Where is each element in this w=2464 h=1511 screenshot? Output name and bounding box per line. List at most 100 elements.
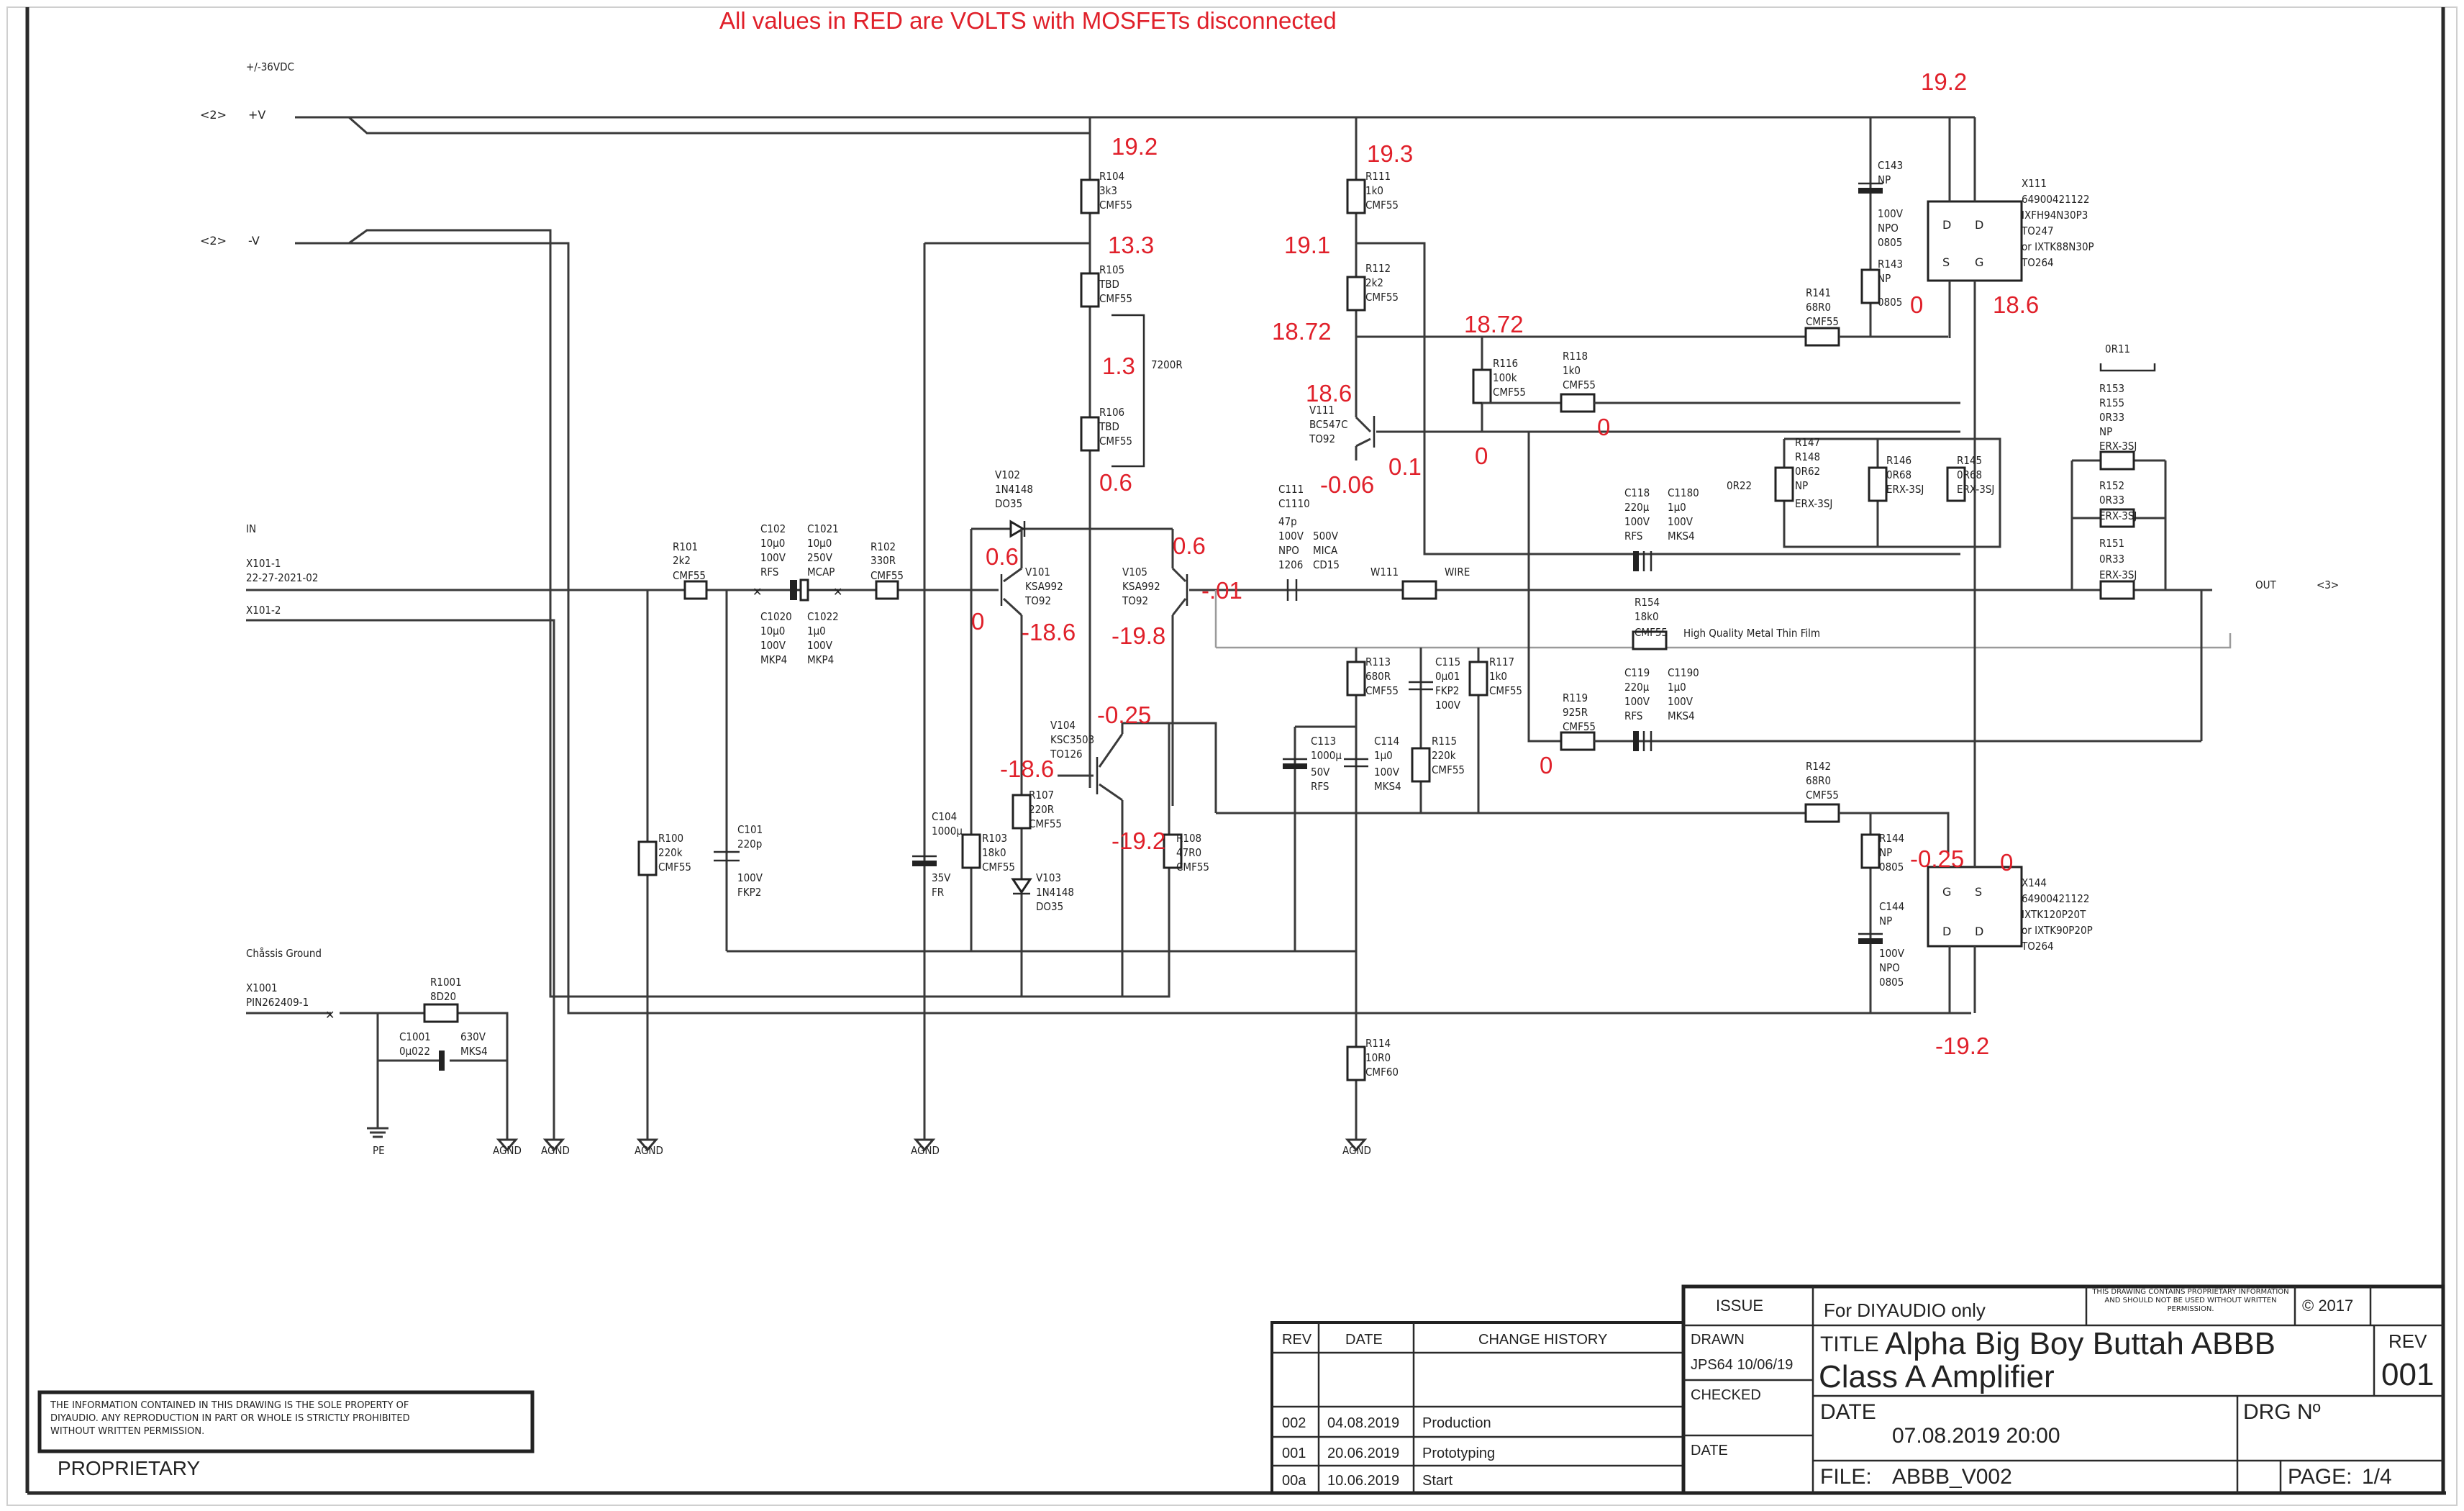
- schematic-label: CMF60: [1365, 1066, 1399, 1079]
- schematic-label: FR: [932, 886, 944, 899]
- schematic-shape: [1868, 466, 1888, 502]
- voltage-label: 19.2: [1921, 68, 1967, 95]
- schematic-label: MKS4: [1668, 709, 1695, 722]
- schematic-label: G: [1942, 885, 1951, 899]
- voltage-label: 19.3: [1367, 140, 1413, 167]
- schematic-label: DRAWN: [1691, 1332, 1745, 1348]
- schematic-label: AGND: [493, 1144, 522, 1157]
- schematic-label: Prototyping: [1422, 1446, 1495, 1461]
- voltage-label: 1.3: [1102, 353, 1135, 379]
- schematic-label: C119: [1624, 666, 1650, 679]
- voltage-label: 0.6: [1099, 469, 1132, 496]
- schematic-label: 100V: [1668, 515, 1694, 528]
- schematic-label: R115: [1432, 735, 1457, 748]
- schematic-label: CMF55: [1806, 315, 1839, 328]
- voltage-label: -18.6: [1022, 619, 1076, 645]
- schematic-shape: [1163, 833, 1183, 869]
- schematic-label: High Quality Metal Thin Film: [1683, 627, 1820, 640]
- schematic-shape: [1346, 661, 1366, 696]
- schematic-label: X144: [2022, 876, 2047, 889]
- schematic-shape: [2099, 363, 2156, 372]
- voltage-label: 0: [1910, 291, 1923, 318]
- schematic-label: D: [1975, 925, 1983, 938]
- schematic-label: 1µ0: [807, 625, 826, 637]
- schematic-label: R105: [1099, 263, 1124, 276]
- schematic-shape: [1098, 733, 1124, 768]
- schematic-label: 330R: [870, 554, 896, 567]
- schematic-shape: [1472, 368, 1492, 404]
- schematic-label: CMF55: [1635, 626, 1668, 639]
- schematic-label: 630V: [460, 1030, 486, 1043]
- schematic-label: TO92: [1309, 432, 1335, 445]
- schematic-label: X111: [2022, 177, 2047, 190]
- schematic-label: R151: [2099, 537, 2124, 550]
- voltage-label: -18.6: [1000, 756, 1054, 782]
- schematic-label: 0R22: [1727, 479, 1752, 492]
- header-note: All values in RED are VOLTS with MOSFETs…: [719, 7, 1337, 34]
- schematic-label: MKP4: [807, 653, 834, 666]
- schematic-shape: [1927, 200, 2023, 282]
- schematic-shape: [1009, 519, 1025, 538]
- schematic-label: ERX-3SJ: [2099, 568, 2137, 581]
- schematic-label: ✕: [325, 1008, 335, 1022]
- schematic-label: X1001: [246, 981, 278, 994]
- schematic-label: 1/4: [2362, 1465, 2392, 1489]
- schematic-label: 680R: [1365, 670, 1391, 683]
- schematic-label: DATE: [1820, 1400, 1876, 1424]
- schematic-label: 10µ0: [760, 537, 785, 550]
- schematic-label: JPS64 10/06/19: [1691, 1357, 1793, 1373]
- schematic-label: FKP2: [737, 886, 761, 899]
- schematic-shape: [246, 619, 555, 1122]
- schematic-label: R141: [1806, 286, 1831, 299]
- schematic-label: R114: [1365, 1037, 1391, 1050]
- schematic-label: R148: [1795, 450, 1820, 463]
- voltage-label: 18.72: [1464, 311, 1524, 337]
- schematic-label: D: [1942, 925, 1951, 938]
- schematic-label: Alpha Big Boy Buttah ABBB: [1885, 1326, 2276, 1361]
- schematic-label: TO126: [1050, 748, 1083, 761]
- voltage-label: 0: [1597, 414, 1610, 440]
- schematic-label: C102: [760, 522, 786, 535]
- schematic-label: V104: [1050, 719, 1076, 732]
- schematic-shape: [1270, 1321, 1685, 1494]
- schematic-label: CMF55: [982, 861, 1015, 874]
- voltage-label: 0: [1475, 443, 1488, 469]
- schematic-label: C1190: [1668, 666, 1699, 679]
- schematic-shape: [1633, 731, 1639, 751]
- schematic-label: MICA: [1313, 544, 1338, 557]
- voltage-label: 0: [2000, 849, 2013, 876]
- schematic-shape: [799, 578, 809, 602]
- voltage-label: 18.6: [1306, 380, 1352, 407]
- schematic-label: MKP4: [760, 653, 787, 666]
- schematic-label: R1001: [430, 976, 462, 989]
- schematic-shape: [1858, 938, 1883, 944]
- schematic-shape: [1355, 416, 1372, 433]
- schematic-label: CMF55: [1432, 763, 1465, 776]
- schematic-label: ERX-3SJ: [2099, 509, 2137, 522]
- schematic-label: Chåssis Ground: [246, 947, 322, 960]
- neg-rail-label: -V: [248, 234, 260, 248]
- schematic-label: RFS: [760, 566, 778, 578]
- schematic-shape: [1099, 783, 1123, 802]
- voltage-label: -.01: [1201, 577, 1242, 604]
- voltage-label: 13.3: [1108, 232, 1154, 258]
- schematic-label: 0R11: [2105, 342, 2130, 355]
- input-title: IN: [246, 522, 256, 535]
- voltage-label: 19.1: [1284, 232, 1330, 258]
- schematic-shape: [1527, 432, 1565, 743]
- schematic-label: V105: [1122, 566, 1147, 578]
- schematic-label: TO92: [1024, 594, 1051, 607]
- schematic-label: R116: [1493, 357, 1518, 370]
- schematic-label: NPO: [1879, 961, 1900, 974]
- schematic-label: 64900421122: [2022, 892, 2089, 905]
- schematic-label: REV: [1282, 1332, 1312, 1348]
- schematic-label: R118: [1563, 350, 1588, 363]
- schematic-label: 10R0: [1365, 1051, 1391, 1064]
- voltage-label: 0.1: [1388, 453, 1422, 480]
- schematic-label: C144: [1879, 900, 1904, 913]
- schematic-label: 100V: [1435, 699, 1461, 712]
- schematic-label: W111: [1370, 566, 1399, 578]
- out-label: OUT: [2255, 578, 2277, 591]
- schematic-shape: [340, 1012, 509, 1122]
- schematic-shape: [1804, 327, 1840, 347]
